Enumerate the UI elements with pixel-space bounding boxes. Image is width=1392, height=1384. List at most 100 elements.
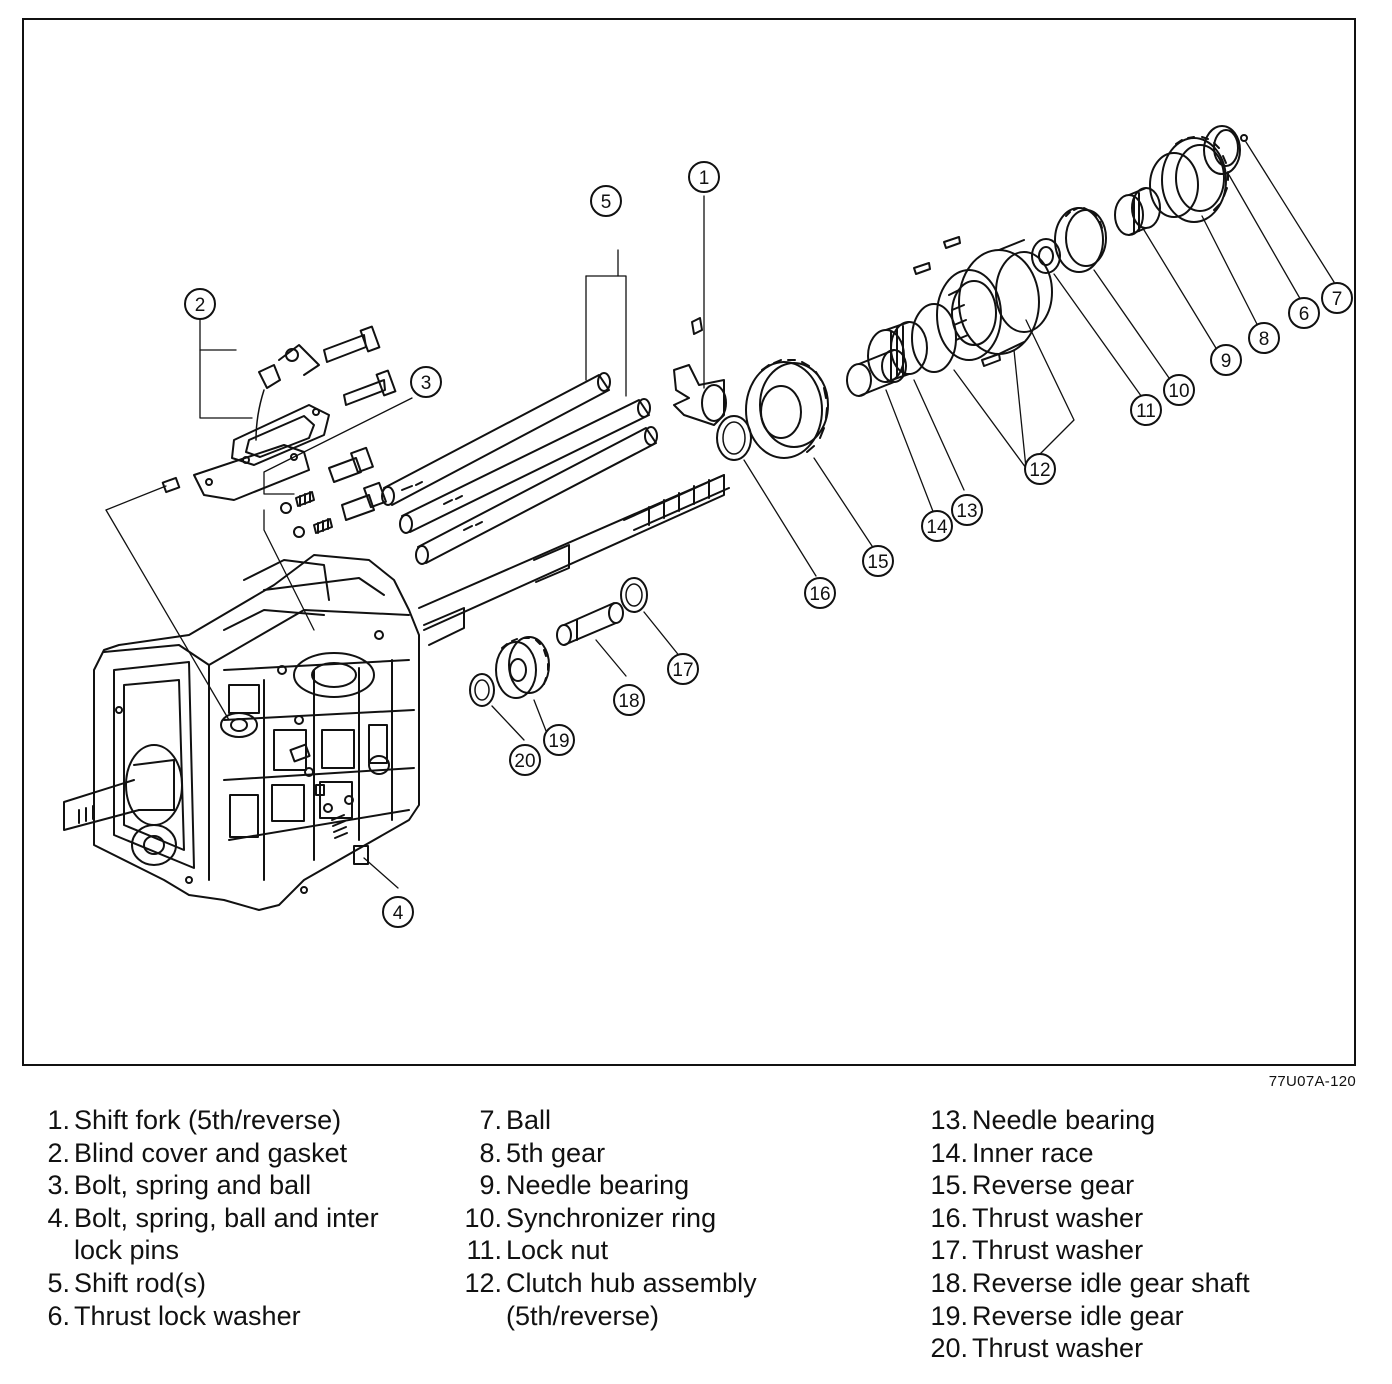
legend-item-number: 20. — [930, 1333, 968, 1364]
part-20-thrust-washer — [469, 673, 495, 707]
callout-10: 10 — [1163, 374, 1195, 406]
legend-item-text: Blind cover and gasket — [74, 1137, 348, 1168]
part-17-thrust-washer — [620, 577, 648, 613]
legend-item-text: lock pins — [74, 1235, 180, 1266]
svg-text:13: 13 — [956, 501, 977, 522]
legend-item-text: 5th gear — [506, 1137, 606, 1168]
legend-item-text: Bolt, spring, ball and inter — [74, 1202, 379, 1233]
legend-item-text: Inner race — [972, 1137, 1094, 1168]
callout-20: 20 — [509, 744, 541, 776]
callout-11: 11 — [1130, 394, 1162, 426]
part-11-lock-nut — [1031, 238, 1061, 274]
callout-2: 2 — [184, 288, 216, 320]
legend-item-text: Thrust washer — [972, 1235, 1144, 1266]
part-interlock-pins — [289, 743, 369, 865]
legend-item-text: Shift fork (5th/reverse) — [74, 1105, 342, 1135]
legend-item-number: 16. — [930, 1202, 968, 1233]
legend-item-number: 1. — [47, 1105, 70, 1135]
callout-7: 7 — [1321, 282, 1353, 314]
callout-14: 14 — [921, 510, 953, 542]
legend-item-text: Synchronizer ring — [506, 1202, 717, 1233]
part-18-reverse-idle-shaft — [556, 602, 624, 646]
legend-item-number: 7. — [479, 1105, 502, 1135]
legend-item-text: Shift rod(s) — [74, 1267, 207, 1298]
part-14-inner-race — [846, 349, 907, 397]
svg-text:10: 10 — [1168, 381, 1189, 402]
legend-item-text: Thrust lock washer — [74, 1300, 301, 1331]
callout-3: 3 — [410, 366, 442, 398]
leader-lines — [105, 141, 1335, 889]
figure-code: 77U07A-120 — [1268, 1073, 1356, 1090]
callout-18: 18 — [613, 684, 645, 716]
callout-9: 9 — [1210, 344, 1242, 376]
legend-item-text: Reverse idle gear — [972, 1300, 1184, 1331]
legend-item-number: 14. — [930, 1137, 968, 1168]
svg-text:11: 11 — [1136, 401, 1156, 422]
legend-item-text: Reverse idle gear shaft — [972, 1267, 1250, 1298]
legend-item-number: 19. — [930, 1300, 968, 1331]
svg-text:3: 3 — [421, 373, 432, 394]
callout-17: 17 — [667, 653, 699, 685]
svg-text:6: 6 — [1299, 304, 1310, 325]
parts-legend: 1.Shift fork (5th/reverse)2.Blind cover … — [0, 1104, 1392, 1374]
svg-text:14: 14 — [926, 517, 948, 538]
part-bolt-spring-ball — [280, 446, 387, 538]
callouts: 1 2 3 4 5 6 7 8 9 10 11 12 13 14 15 16 1… — [184, 161, 1353, 928]
svg-text:18: 18 — [618, 691, 639, 712]
svg-text:2: 2 — [195, 295, 206, 316]
legend-item-number: 8. — [479, 1137, 502, 1168]
svg-text:5: 5 — [601, 192, 612, 213]
legend-item-number: 10. — [464, 1202, 502, 1233]
part-6-thrust-lock-washer — [1203, 125, 1241, 175]
part-shift-rods — [381, 372, 658, 565]
callout-19: 19 — [543, 724, 575, 756]
legend-item-text: Reverse gear — [972, 1170, 1135, 1201]
legend-item-text: (5th/reverse) — [506, 1300, 660, 1331]
part-8-fifth-gear — [1149, 136, 1229, 223]
callout-12: 12 — [1024, 453, 1056, 485]
part-13-needle-bearing — [867, 321, 928, 383]
legend-item-text: Clutch hub assembly — [506, 1267, 757, 1298]
callout-8: 8 — [1248, 322, 1280, 354]
svg-text:15: 15 — [867, 552, 888, 573]
transmission-case — [63, 474, 730, 911]
part-7-ball — [1240, 134, 1248, 142]
callout-15: 15 — [862, 545, 894, 577]
legend-item-number: 5. — [47, 1267, 70, 1298]
part-12-clutch-hub — [911, 236, 1053, 373]
legend-item-number: 17. — [930, 1235, 968, 1266]
legend-item-number: 9. — [479, 1170, 502, 1201]
legend-item-number: 15. — [930, 1170, 968, 1201]
exploded-diagram: 1 2 3 4 5 6 7 8 9 10 11 12 13 14 15 16 1… — [63, 125, 1353, 928]
svg-text:7: 7 — [1332, 289, 1343, 310]
legend-item-text: Needle bearing — [506, 1170, 690, 1201]
legend-item-text: Thrust washer — [972, 1202, 1144, 1233]
svg-text:9: 9 — [1221, 351, 1232, 372]
part-10-synchronizer-ring — [1054, 207, 1107, 273]
legend-item-text: Needle bearing — [972, 1105, 1156, 1135]
svg-text:8: 8 — [1259, 329, 1270, 350]
part-blind-cover — [161, 325, 397, 501]
legend-item-number: 4. — [47, 1202, 70, 1233]
part-9-needle-bearing — [1114, 187, 1161, 236]
legend-item-text: Lock nut — [506, 1235, 609, 1266]
legend-item-number: 13. — [930, 1105, 968, 1135]
callout-4: 4 — [382, 896, 414, 928]
legend-item-text: Thrust washer — [972, 1333, 1144, 1364]
svg-text:16: 16 — [809, 584, 830, 605]
legend-item-number: 18. — [930, 1267, 968, 1298]
part-shift-fork — [673, 317, 727, 426]
legend-item-number: 2. — [47, 1137, 70, 1168]
svg-text:12: 12 — [1029, 460, 1050, 481]
svg-text:20: 20 — [514, 751, 535, 772]
diagram-frame: 1 2 3 4 5 6 7 8 9 10 11 12 13 14 15 16 1… — [22, 18, 1356, 1066]
part-19-reverse-idle-gear — [495, 636, 550, 699]
part-16-thrust-washer — [716, 415, 752, 461]
legend-item-text: Bolt, spring and ball — [74, 1170, 312, 1201]
part-15-reverse-gear — [745, 359, 829, 459]
legend-item-number: 12. — [464, 1267, 502, 1298]
callout-5: 5 — [590, 185, 622, 217]
callout-6: 6 — [1288, 297, 1320, 329]
svg-text:17: 17 — [672, 660, 693, 681]
legend-item-text: Ball — [506, 1105, 552, 1135]
